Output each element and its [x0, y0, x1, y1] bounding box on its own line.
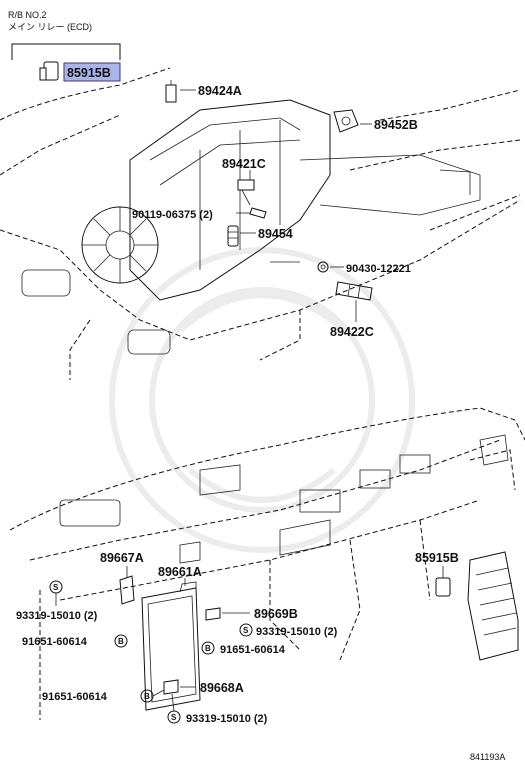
relay-box-label: R/B NO.2: [8, 10, 47, 20]
part-89667a-label[interactable]: 89667A: [100, 551, 144, 565]
relay-85915b-top[interactable]: [39, 61, 59, 81]
dashboard-outline: [9, 407, 525, 720]
header-bracket: [11, 43, 121, 60]
screw-symbol-left-text: S: [53, 583, 59, 592]
bolt-symbol-left-text: B: [118, 637, 124, 646]
bracket-89669b[interactable]: [205, 607, 221, 621]
part-91651-bottom-label[interactable]: 91651-60614: [42, 691, 108, 703]
part-89424a-label[interactable]: 89424A: [198, 84, 242, 98]
bolt-90119[interactable]: [249, 207, 267, 219]
part-highlight: [63, 62, 121, 82]
bolt-symbol-mid: [201, 641, 215, 655]
part-89454-label[interactable]: 89454: [258, 227, 293, 241]
screw-symbol-mid-text: S: [243, 626, 249, 635]
screw-symbol-mid: [239, 623, 253, 637]
part-91651-mid-label[interactable]: 91651-60614: [220, 644, 286, 656]
part-93319-bottom-label[interactable]: 93319-15010 (2): [186, 713, 268, 725]
part-90119-label[interactable]: 90119-06375 (2): [132, 209, 213, 221]
part-89668a-label[interactable]: 89668A: [200, 681, 244, 695]
gasket-90430[interactable]: [317, 261, 329, 273]
bolt-symbol-mid-text: B: [205, 644, 211, 653]
part-90430-label[interactable]: 90430-12221: [346, 263, 411, 275]
part-85915b-top-label[interactable]: 85915B: [67, 66, 111, 80]
part-89669b-label[interactable]: 89669B: [254, 607, 298, 621]
part-93319-mid-label[interactable]: 93319-15010 (2): [256, 626, 338, 638]
part-89452b-label[interactable]: 89452B: [374, 118, 418, 132]
part-89661a-label[interactable]: 89661A: [158, 565, 202, 579]
sensor-89452b[interactable]: [333, 109, 359, 133]
screw-symbol-bottom-text: S: [171, 713, 177, 722]
vehicle-body-outline: [0, 67, 521, 380]
watermark-emblem: [109, 247, 415, 553]
part-85915b-right-label[interactable]: 85915B: [415, 551, 459, 565]
bracket-89667a[interactable]: [119, 575, 135, 605]
leader-93319-bottom: [171, 693, 175, 712]
engine-assembly: [81, 99, 481, 301]
sensor-89424a[interactable]: [165, 80, 177, 103]
sensor-89422c[interactable]: [335, 281, 373, 301]
part-91651-left-label[interactable]: 91651-60614: [22, 636, 88, 648]
leader-91651-bottom: [152, 689, 165, 697]
bolt-symbol-bottom-text: B: [144, 692, 150, 701]
part-89422c-label[interactable]: 89422C: [330, 325, 374, 339]
main-relay-label: メイン リレー (ECD): [8, 22, 92, 32]
sensor-89454[interactable]: [227, 225, 239, 247]
bracket-89668a[interactable]: [163, 679, 179, 695]
sensor-89421c[interactable]: [237, 179, 255, 206]
junction-block: [467, 551, 519, 661]
ecu-89661a[interactable]: [141, 581, 201, 711]
part-93319-left-label[interactable]: 93319-15010 (2): [16, 610, 98, 622]
part-89421c-label[interactable]: 89421C: [222, 157, 266, 171]
figure-reference: 841193A: [470, 752, 505, 762]
bolt-symbol-left: [114, 634, 128, 648]
relay-85915b-right[interactable]: [435, 577, 451, 597]
